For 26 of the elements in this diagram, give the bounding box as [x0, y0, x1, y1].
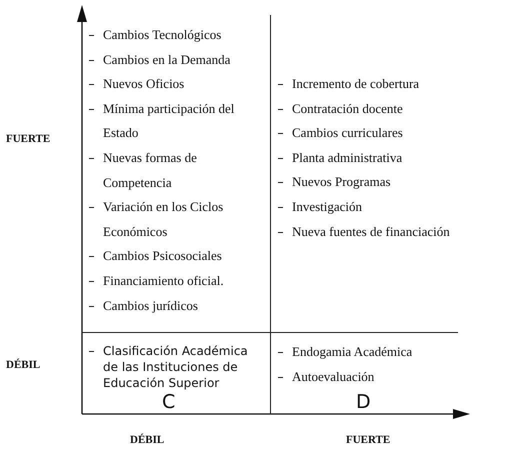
quadrant-cell	[82, 15, 271, 333]
list-item-text: Nuevos Oficios	[103, 76, 184, 92]
list-item-text: Clasificación Académica de las Instituciones de Educación Superior	[103, 344, 248, 390]
list-item-text: Cambios Tecnológicos	[103, 27, 222, 42]
list-item-text: Cambios Psicosociales	[103, 248, 222, 264]
list-item-text: Cambios jurídicos	[103, 298, 198, 313]
axis-level-label: DÉBIL	[130, 434, 164, 446]
axis-level-label: FUERTE	[346, 434, 390, 446]
quadrant-letter: C	[162, 391, 176, 413]
list-item-text: Planta administrativa	[292, 150, 402, 165]
list-item-text: Investigación	[292, 198, 362, 214]
axis-level-label: DÉBIL	[6, 359, 40, 371]
list-item-text: Incremento de cobertura	[292, 76, 420, 91]
list-item-text: Nueva fuentes de financiación	[292, 224, 450, 239]
list-item-text: Cambios en la Demanda	[103, 52, 230, 67]
axis-level-label: FUERTE	[6, 133, 50, 145]
list-item-text: Financiamiento oficial.	[103, 272, 224, 288]
list-item-text: Variación en los Ciclos Económicos	[103, 199, 224, 239]
quadrant-letter: D	[356, 391, 371, 413]
list-item-text: Endogamia Académica	[292, 344, 412, 359]
list-item-text: Nuevas formas de Competencia	[103, 150, 197, 190]
list-item-text: Nuevos Programas	[292, 174, 391, 190]
list-item-text: Contratación docente	[292, 100, 403, 116]
list-item-text: Autoevaluación	[292, 368, 374, 384]
list-item-text: Cambios curriculares	[292, 125, 403, 140]
list-item-text: Mínima participación del Estado	[103, 100, 234, 140]
